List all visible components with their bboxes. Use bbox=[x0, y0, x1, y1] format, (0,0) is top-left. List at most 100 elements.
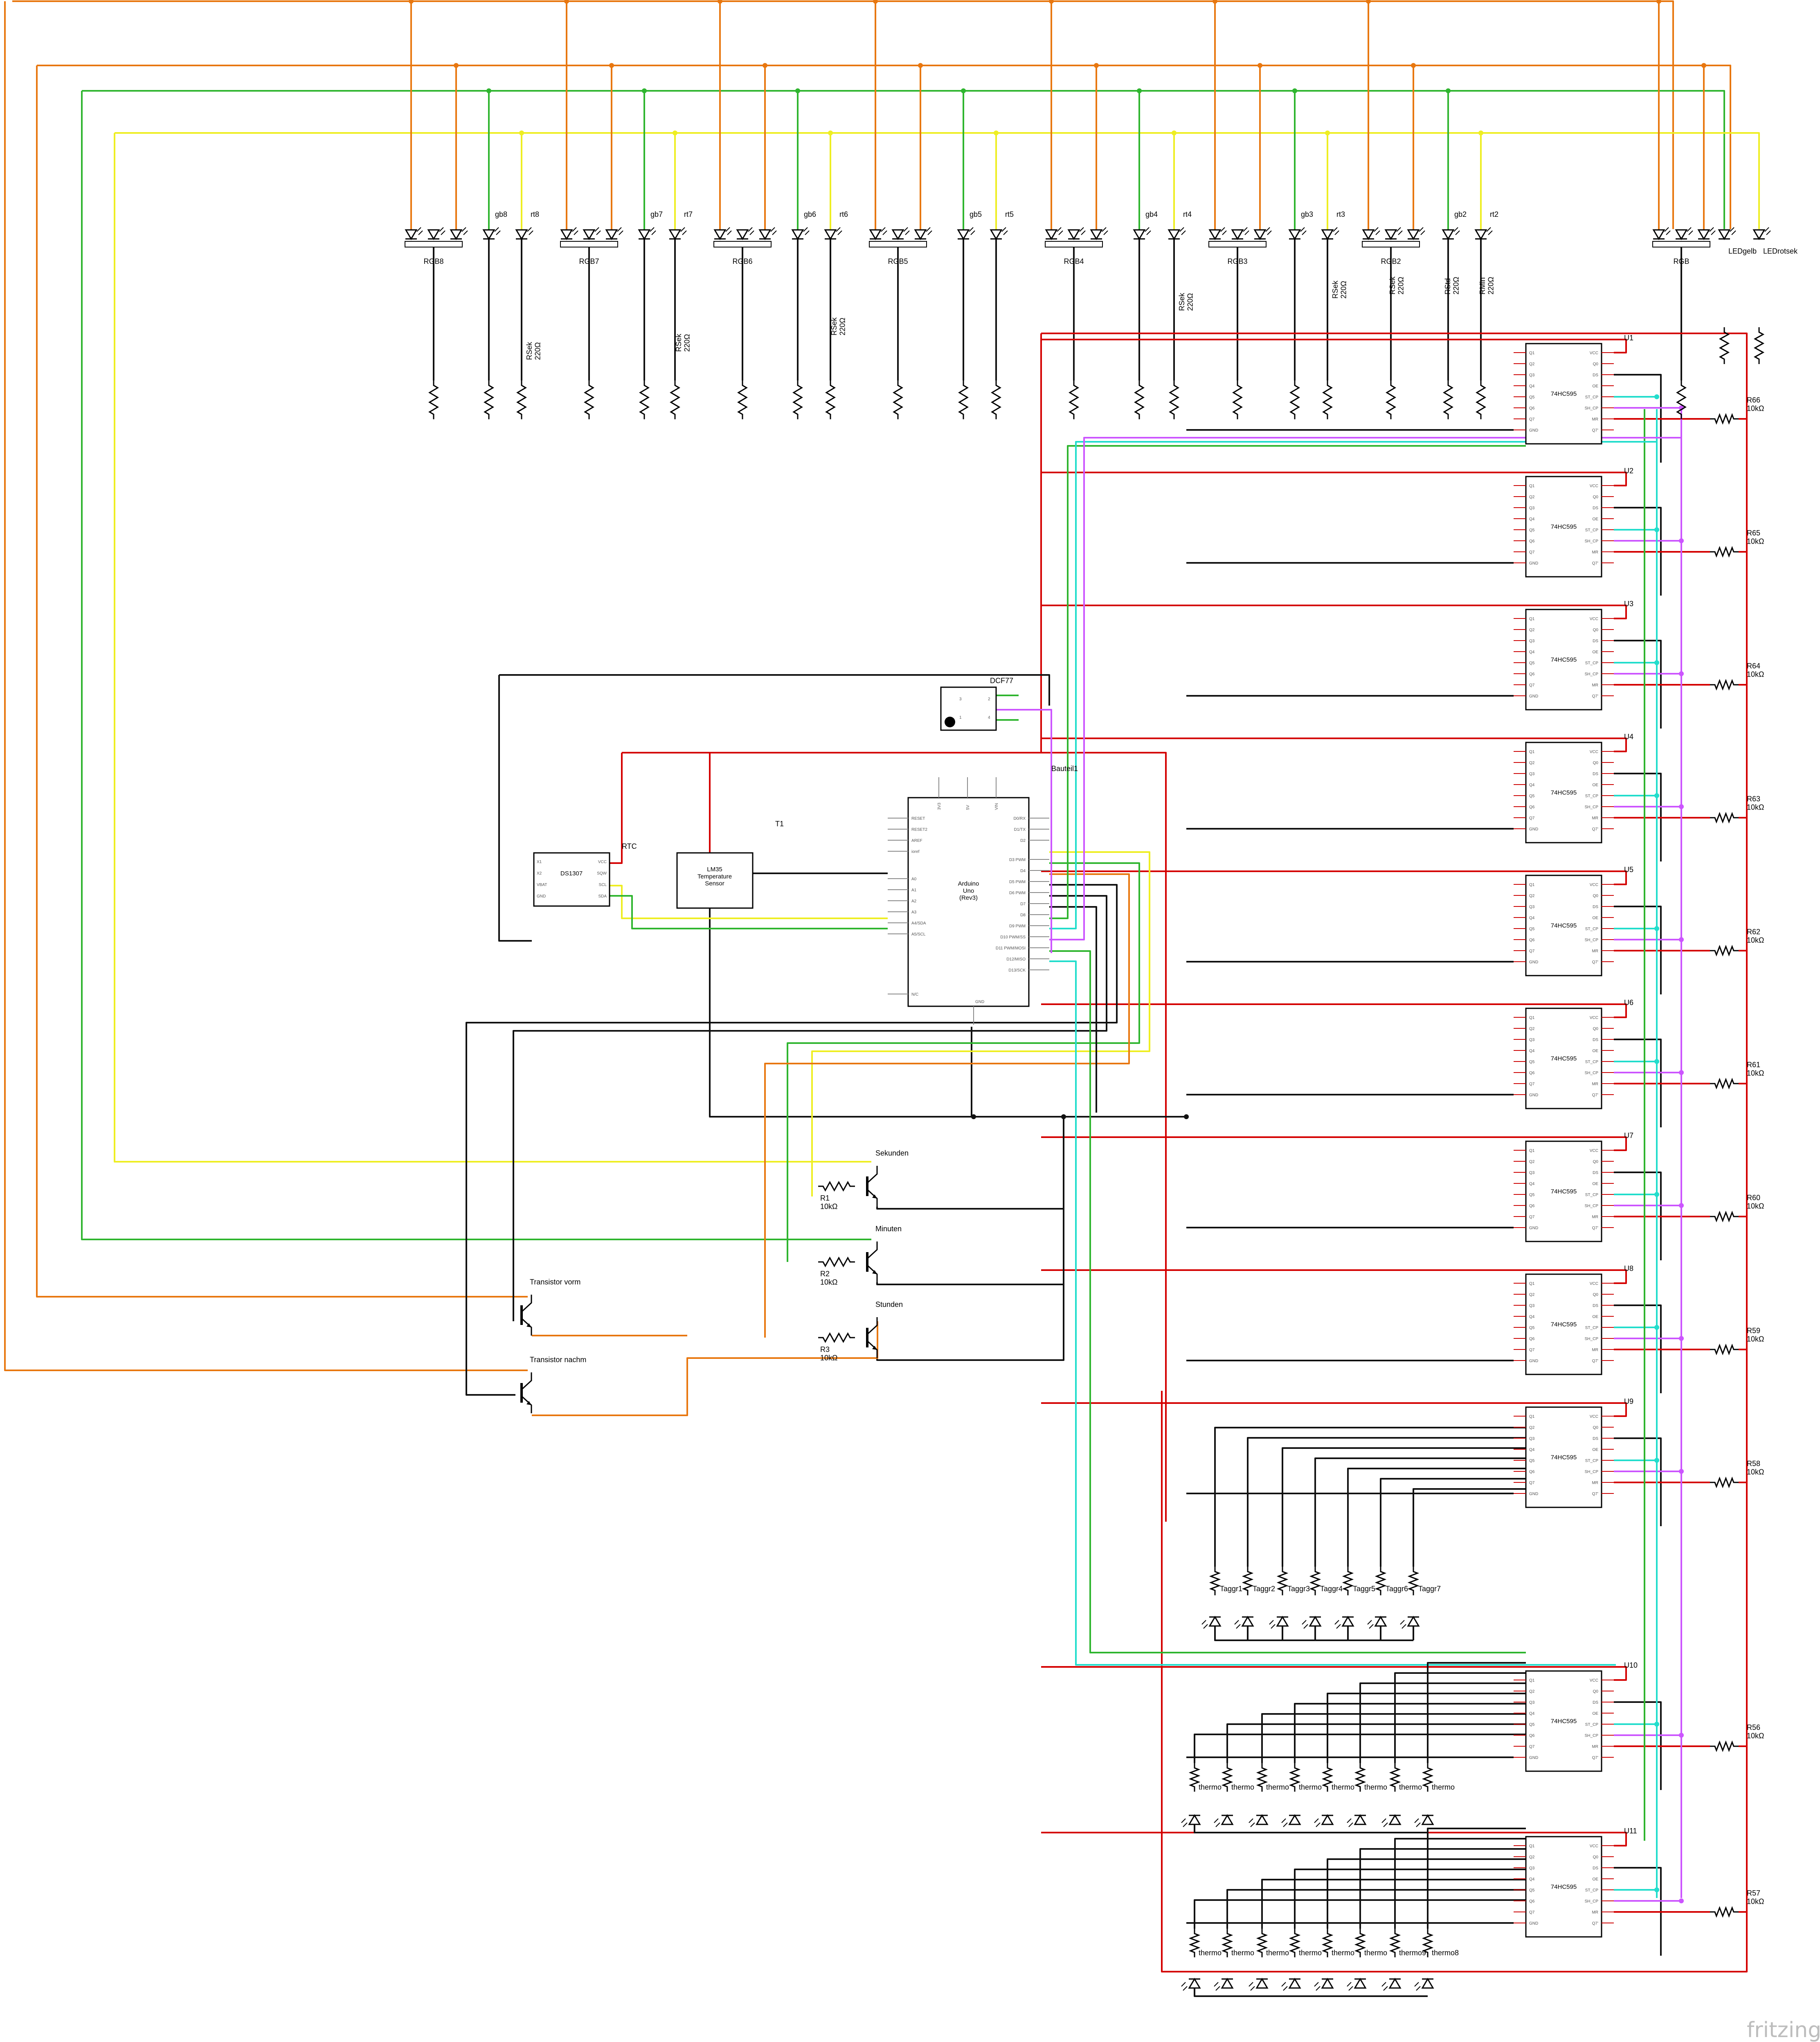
label-line: GND bbox=[1529, 561, 1538, 566]
led-ray bbox=[1416, 1986, 1421, 1991]
pin-label: Q0 bbox=[1593, 1293, 1599, 1297]
label-line: MR bbox=[1592, 417, 1598, 422]
label-line: Q4 bbox=[1529, 1448, 1535, 1452]
shift-register-ref: U8 bbox=[1624, 1264, 1633, 1273]
bus-orange-main bbox=[4, 1, 528, 1371]
resistor-value-label: RSek220Ω bbox=[525, 342, 542, 360]
thermo-label: thermo bbox=[1364, 1949, 1387, 1957]
rgb-led-symbol bbox=[1362, 229, 1375, 240]
pin-label: Q1 bbox=[1529, 617, 1535, 621]
pin-label: SH_CP bbox=[1585, 1204, 1599, 1208]
label-line: Taggr3 bbox=[1287, 1585, 1310, 1593]
led-ray bbox=[1145, 227, 1150, 232]
label-line: Q1 bbox=[1529, 750, 1535, 754]
label-line: Q7' bbox=[1592, 428, 1598, 433]
label-line: ST_CP bbox=[1585, 661, 1599, 666]
pin-label: VCC bbox=[1590, 883, 1598, 887]
pin-label: Q5 bbox=[1529, 1459, 1535, 1463]
pin-label: VCC bbox=[1590, 1016, 1598, 1020]
rgb-led-label: RGB2 bbox=[1381, 257, 1401, 265]
led-ray bbox=[1414, 1818, 1419, 1823]
label-line: Bauteil1 bbox=[1051, 765, 1078, 773]
label-line: Q0 bbox=[1593, 1027, 1599, 1031]
chip-name: 74HC595 bbox=[1551, 1454, 1577, 1461]
pin-label: Q7 bbox=[1529, 1082, 1535, 1086]
label-line: RSek bbox=[1388, 276, 1397, 295]
rgb-led-symbol bbox=[713, 229, 727, 240]
led-ray bbox=[1314, 1818, 1319, 1823]
label-line: MR bbox=[1592, 816, 1598, 821]
green-led-label: gb5 bbox=[970, 210, 982, 218]
pin-label: Q4 bbox=[1529, 1315, 1535, 1319]
label-line: RMin bbox=[1478, 277, 1487, 295]
label-line: U6 bbox=[1624, 999, 1633, 1007]
dcf-signal bbox=[996, 709, 1052, 953]
label-line: Minuten bbox=[875, 1225, 902, 1233]
label-line: Q3 bbox=[1529, 905, 1535, 909]
thermo-wire bbox=[1359, 1682, 1526, 1763]
label-line: RSek bbox=[830, 317, 838, 335]
transistor-label: Minuten bbox=[875, 1225, 902, 1233]
pin-label: Q5 bbox=[1529, 661, 1535, 666]
rgb-led-symbol bbox=[891, 229, 904, 240]
shift-register bbox=[1514, 1836, 1614, 1938]
led-ray bbox=[1688, 230, 1693, 235]
label-line: U2 bbox=[1624, 467, 1633, 475]
red-series-resistor bbox=[1476, 380, 1486, 419]
transistor-collector bbox=[521, 1295, 532, 1313]
led-ray bbox=[574, 230, 578, 235]
label-line: Q5 bbox=[1529, 1459, 1535, 1463]
taggr-resistor bbox=[1276, 1567, 1289, 1595]
thermo-resistor bbox=[1422, 1763, 1434, 1792]
pin-label: Q1 bbox=[1529, 484, 1535, 488]
arduino-pin-label: D4 bbox=[1020, 869, 1026, 873]
led-ray bbox=[903, 227, 908, 232]
pin-label: Q7' bbox=[1592, 561, 1598, 566]
thermo-resistor bbox=[1221, 1763, 1233, 1792]
taggr-gnd bbox=[1214, 1626, 1413, 1641]
junction-dot bbox=[918, 63, 923, 68]
shift-register-ref: U4 bbox=[1624, 733, 1633, 741]
pin-label: DS bbox=[1593, 373, 1598, 378]
label-line: ST_CP bbox=[1585, 1459, 1599, 1463]
label-line: rt4 bbox=[1183, 210, 1192, 218]
label-line: Q7' bbox=[1592, 694, 1598, 699]
label-line: GND bbox=[1529, 827, 1538, 832]
red-led-symbol bbox=[668, 229, 682, 240]
label-line: SH_CP bbox=[1585, 1071, 1599, 1075]
arduino-pin-label: 3V3 bbox=[937, 803, 942, 810]
led-ray bbox=[418, 230, 423, 235]
label-line: VCC bbox=[1590, 1415, 1598, 1419]
parts-layer bbox=[405, 227, 1771, 1991]
base-resistor bbox=[818, 1181, 855, 1192]
pin-label: Q7 bbox=[1529, 816, 1535, 821]
label-line: GND bbox=[1529, 1921, 1538, 1926]
dcf77-pin-label: 3 bbox=[959, 697, 962, 702]
led-ray bbox=[1057, 227, 1062, 232]
taggr-wire bbox=[1380, 1478, 1526, 1567]
sr-chain bbox=[1614, 374, 1662, 463]
pin-label: MR bbox=[1592, 1215, 1598, 1219]
junction-dot bbox=[1679, 1898, 1684, 1903]
pin-label: Q7' bbox=[1592, 1756, 1598, 1760]
pin-label: ST_CP bbox=[1585, 794, 1599, 798]
i2c-scl bbox=[610, 895, 888, 929]
pin-label: OE bbox=[1593, 1315, 1599, 1319]
taggr-resistor bbox=[1209, 1567, 1221, 1595]
label-line: DS bbox=[1593, 1304, 1598, 1308]
pin-label: OE bbox=[1593, 1711, 1599, 1716]
label-line: Q1 bbox=[1529, 1149, 1535, 1153]
led-ray bbox=[572, 227, 577, 232]
shift-register-ref: U9 bbox=[1624, 1397, 1633, 1406]
junction-dot bbox=[763, 63, 767, 68]
junction-dot bbox=[1213, 0, 1217, 4]
pin-label: Q6 bbox=[1529, 1734, 1535, 1738]
rgb-led-body bbox=[1045, 241, 1103, 247]
label-line: 10kΩ bbox=[1747, 1335, 1764, 1343]
chip-name: 74HC595 bbox=[1551, 391, 1577, 398]
wire-min bbox=[787, 862, 1140, 1262]
led-ray bbox=[1316, 1986, 1321, 1991]
